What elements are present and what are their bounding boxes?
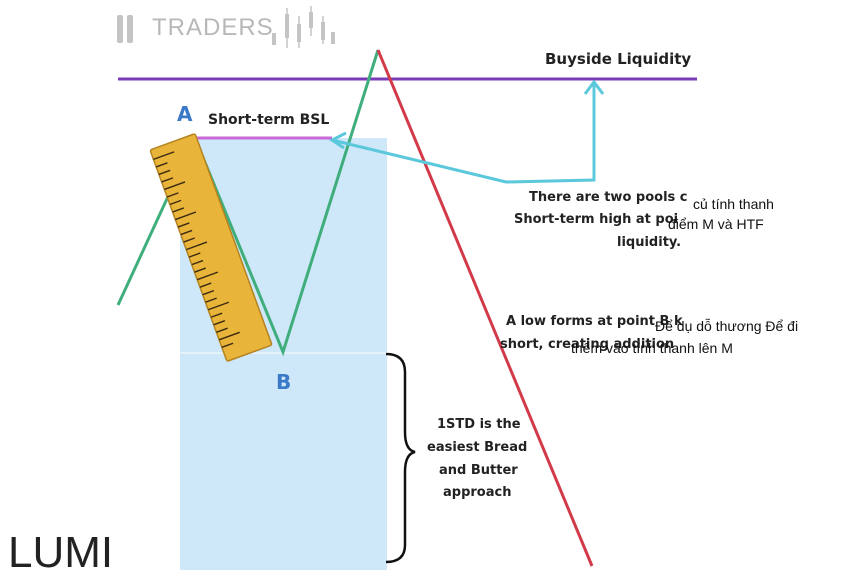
pools-text-line2: Short-term high at poi (514, 212, 679, 227)
std-text-line4: approach (443, 485, 512, 500)
price-path-up (116, 49, 380, 357)
pools-overlay-line1: củ tính thanh (693, 196, 774, 212)
std-brace (385, 352, 416, 564)
arrow-head-up (583, 79, 605, 95)
std-text-line3: and Butter (439, 463, 518, 478)
price-path-down (376, 49, 594, 567)
low-text-line1: A low forms at point B k (506, 314, 683, 329)
short-term-bsl-label: Short-term BSL (208, 112, 330, 128)
buyside-liquidity-label: Buyside Liquidity (545, 50, 692, 68)
pools-text-line3: liquidity. (617, 235, 682, 250)
std-text-line2: easiest Bread (427, 440, 528, 455)
arrow-head-left (329, 131, 347, 150)
point-b-label: B (276, 370, 292, 394)
point-a-label: A (177, 102, 193, 126)
ruler-icon (149, 133, 273, 362)
low-overlay-line2: thêm vào tính thanh lên M (571, 340, 733, 356)
watermark-text: LUMI (8, 528, 114, 577)
liquidity-arrow (331, 82, 596, 184)
pools-text-line1: There are two pools c (529, 190, 688, 205)
range-box-lower (180, 353, 387, 570)
low-overlay-line1: Để dụ dỗ thương Để đi (655, 318, 799, 334)
brand-name: TRADERS (152, 14, 274, 41)
low-text-line2: short, creating addition (500, 337, 675, 352)
std-text-line1: 1STD is the (437, 417, 521, 432)
candlestick-logo-icon (117, 6, 335, 48)
pools-overlay-line2: điểm M và HTF (668, 216, 764, 232)
